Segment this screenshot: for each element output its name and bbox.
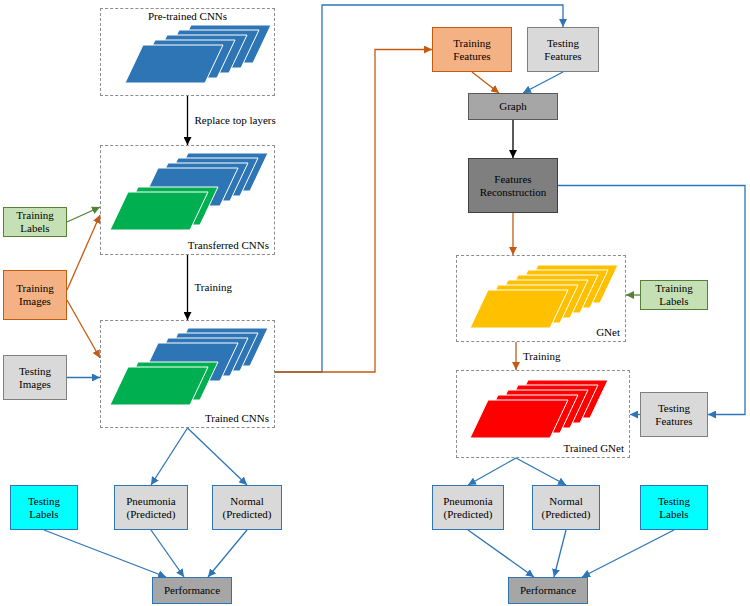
- connector: [67, 215, 100, 290]
- prediction-box: Normal (Predicted): [532, 485, 600, 530]
- node-label: Training Images: [7, 282, 63, 307]
- connector: [44, 530, 166, 577]
- connector: [582, 530, 674, 577]
- model-group: Pre-trained CNNs: [100, 8, 275, 96]
- connector: [468, 458, 516, 485]
- label-box: Testing Labels: [10, 485, 78, 530]
- trained-layers: [110, 328, 268, 405]
- model-group: Trained GNet: [456, 370, 630, 458]
- node-label: Testing Labels: [14, 495, 74, 520]
- connector: [67, 300, 100, 358]
- connector: [515, 342, 516, 370]
- edge-label: Replace top layers: [193, 114, 278, 127]
- prediction-box: Normal (Predicted): [212, 485, 282, 530]
- node-label: GNet: [596, 326, 620, 339]
- connector: [188, 428, 248, 485]
- input-box: Training Features: [432, 27, 512, 72]
- transferred-layers: [110, 153, 268, 230]
- gnet-layers: [470, 265, 618, 328]
- prediction-box: Pneumonia (Predicted): [114, 485, 188, 530]
- model-group: Trained CNNs: [100, 320, 275, 428]
- edge-label: Training: [521, 350, 563, 363]
- node-label: Testing Features: [531, 37, 595, 62]
- node-label: Features Reconstruction: [472, 173, 554, 198]
- node-label: Testing Features: [644, 402, 704, 427]
- node-label: Transferred CNNs: [188, 239, 269, 252]
- node-label: Pneumonia (Predicted): [436, 495, 500, 520]
- connector: [468, 530, 534, 577]
- connector: [67, 377, 100, 378]
- node-label: Trained GNet: [564, 442, 624, 455]
- connector: [630, 414, 640, 415]
- edge-label: Training: [193, 281, 235, 294]
- data-box: Testing Features: [640, 392, 708, 437]
- node-label: Pre-trained CNNs: [148, 10, 227, 23]
- connector: [558, 186, 745, 415]
- data-box: Testing Images: [3, 355, 67, 400]
- connector: [208, 530, 247, 577]
- process-box: Graph: [468, 93, 558, 120]
- label-box: Training Labels: [640, 280, 708, 310]
- label-box: Testing Labels: [640, 485, 708, 530]
- connector: [67, 207, 100, 222]
- pretrained-layers: [125, 25, 271, 83]
- input-box: Training Images: [3, 270, 67, 320]
- connector: [626, 294, 640, 295]
- node-label: Graph: [499, 100, 527, 113]
- result-box: Performance: [508, 577, 588, 604]
- node-label: Training Features: [436, 37, 508, 62]
- node-label: Normal (Predicted): [216, 495, 278, 520]
- connector: [187, 255, 188, 320]
- connector: [187, 96, 188, 145]
- connector: [275, 5, 563, 372]
- label-box: Training Labels: [3, 207, 67, 237]
- node-label: Trained CNNs: [205, 412, 269, 425]
- node-label: Normal (Predicted): [536, 495, 596, 520]
- connector: [512, 213, 513, 255]
- node-label: Pneumonia (Predicted): [118, 495, 184, 520]
- connector: [523, 72, 563, 93]
- data-box: Testing Features: [527, 27, 599, 72]
- node-label: Testing Labels: [644, 495, 704, 520]
- model-group: GNet: [456, 255, 626, 342]
- prediction-box: Pneumonia (Predicted): [432, 485, 504, 530]
- connector: [554, 530, 566, 577]
- connector: [151, 530, 184, 577]
- node-label: Training Labels: [7, 209, 63, 234]
- connector: [512, 120, 513, 158]
- result-box: Performance: [152, 577, 232, 604]
- node-label: Performance: [520, 584, 576, 597]
- model-group: Transferred CNNs: [100, 145, 275, 255]
- connector: [275, 50, 432, 373]
- node-label: Performance: [164, 584, 220, 597]
- connector: [151, 428, 188, 485]
- trained-gnet-layers: [470, 380, 608, 438]
- connector: [516, 458, 566, 485]
- connector: [472, 72, 499, 93]
- node-label: Training Labels: [644, 282, 704, 307]
- node-label: Testing Images: [7, 365, 63, 390]
- process-box: Features Reconstruction: [468, 158, 558, 213]
